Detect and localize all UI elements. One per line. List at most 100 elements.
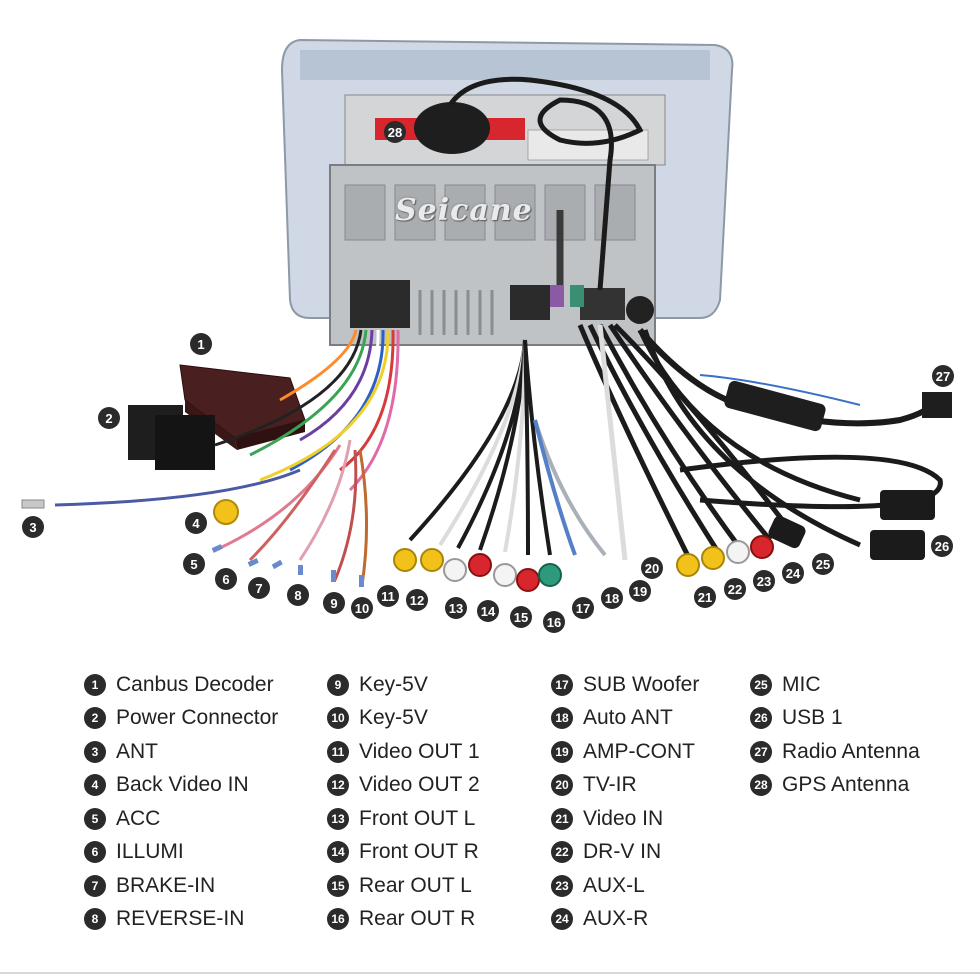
legend-item: 13 Front OUT L: [327, 802, 480, 836]
legend-badge: 5: [84, 807, 106, 830]
callout-4: 4: [185, 512, 207, 534]
legend-label: Video OUT 1: [359, 739, 480, 763]
callout-5: 5: [183, 553, 205, 575]
callout-16: 16: [543, 611, 565, 633]
legend-badge: 24: [551, 908, 573, 931]
legend-item: 24 AUX-R: [551, 903, 699, 937]
legend-label: Video IN: [583, 806, 664, 830]
legend-badge: 11: [327, 740, 349, 763]
legend-label: DR-V IN: [583, 840, 662, 864]
legend-label: SUB Woofer: [583, 672, 700, 696]
back-video-rca: [213, 499, 239, 525]
callout-6: 6: [215, 568, 237, 590]
legend-label: Rear OUT R: [359, 907, 476, 931]
legend-label: Front OUT R: [359, 840, 479, 864]
legend-item: 11 Video OUT 1: [327, 735, 480, 769]
legend-label: Front OUT L: [359, 806, 476, 830]
legend-label: Rear OUT L: [359, 873, 472, 897]
av-socket: [510, 285, 550, 320]
usb-plug-1: [880, 490, 935, 520]
legend-item: 17 SUB Woofer: [551, 668, 699, 702]
callout-22: 22: [724, 578, 746, 600]
antenna-socket: [580, 288, 625, 320]
callout-24: 24: [782, 562, 804, 584]
wiring-illustration: [21, 38, 952, 592]
legend-label: REVERSE-IN: [116, 907, 245, 931]
callout-11: 11: [377, 585, 399, 607]
legend-badge: 21: [551, 807, 573, 830]
vent-slots: [418, 290, 494, 335]
av-rca-plugs: [393, 548, 562, 592]
legend-item: 22 DR-V IN: [551, 836, 699, 870]
legend-badge: 3: [84, 740, 106, 763]
callout-28: 28: [384, 121, 406, 143]
legend-label: ACC: [116, 806, 161, 830]
callout-19: 19: [629, 580, 651, 602]
legend-label: AUX-L: [583, 873, 645, 897]
right-cable-bundle: [577, 323, 792, 562]
legend-badge: 23: [551, 874, 573, 897]
callout-25: 25: [812, 553, 834, 575]
callout-18: 18: [601, 587, 623, 609]
legend-item: 5 ACC: [84, 802, 278, 836]
usb-plug-2: [870, 530, 925, 560]
callout-13: 13: [445, 597, 467, 619]
av-cable-bundle: [408, 339, 607, 557]
legend-label: Video OUT 2: [359, 773, 480, 797]
gps-cable-coil: [447, 76, 644, 291]
gps-antenna-puck: [414, 102, 490, 154]
legend-label: USB 1: [782, 706, 843, 730]
ant-wire-tip: [21, 499, 45, 509]
legend-label: Auto ANT: [583, 706, 673, 730]
antenna-plug-purple: [550, 285, 564, 307]
legend-item: 14 Front OUT R: [327, 836, 480, 870]
legend-badge: 27: [750, 740, 772, 763]
legend-badge: 2: [84, 707, 106, 730]
legend-item: 27 Radio Antenna: [750, 735, 920, 769]
legend-badge: 17: [551, 673, 573, 696]
legend-badge: 13: [327, 807, 349, 830]
antenna-plug-green: [570, 285, 584, 307]
callout-10: 10: [351, 597, 373, 619]
legend-badge: 19: [551, 740, 573, 763]
legend-label: Key-5V: [359, 672, 428, 696]
legend-badge: 14: [327, 841, 349, 864]
legend-badge: 25: [750, 673, 772, 696]
legend-badge: 28: [750, 774, 772, 797]
callout-8: 8: [287, 584, 309, 606]
callout-20: 20: [641, 557, 663, 579]
radio-antenna-plug: [922, 392, 952, 418]
legend-label: MIC: [782, 672, 821, 696]
legend-label: AUX-R: [583, 907, 649, 931]
callout-21: 21: [694, 586, 716, 608]
callout-27: 27: [932, 365, 954, 387]
legend-label: ILLUMI: [116, 840, 184, 864]
legend-item: 21 Video IN: [551, 802, 699, 836]
legend-item: 9 Key-5V: [327, 668, 480, 702]
callout-23: 23: [753, 570, 775, 592]
chassis-ribs: [344, 184, 636, 241]
legend-badge: 1: [84, 673, 106, 696]
usb-cables: [637, 328, 943, 548]
legend-item: 18 Auto ANT: [551, 702, 699, 736]
legend-label: Radio Antenna: [782, 739, 920, 763]
callout-14: 14: [477, 600, 499, 622]
legend-badge: 26: [750, 707, 772, 730]
legend-badge: 9: [327, 673, 349, 696]
legend-badge: 22: [551, 841, 573, 864]
legend-item: 26 USB 1: [750, 702, 920, 736]
legend-badge: 18: [551, 707, 573, 730]
legend-badge: 4: [84, 774, 106, 797]
legend-item: 23 AUX-L: [551, 869, 699, 903]
harness-wires: [54, 329, 400, 586]
